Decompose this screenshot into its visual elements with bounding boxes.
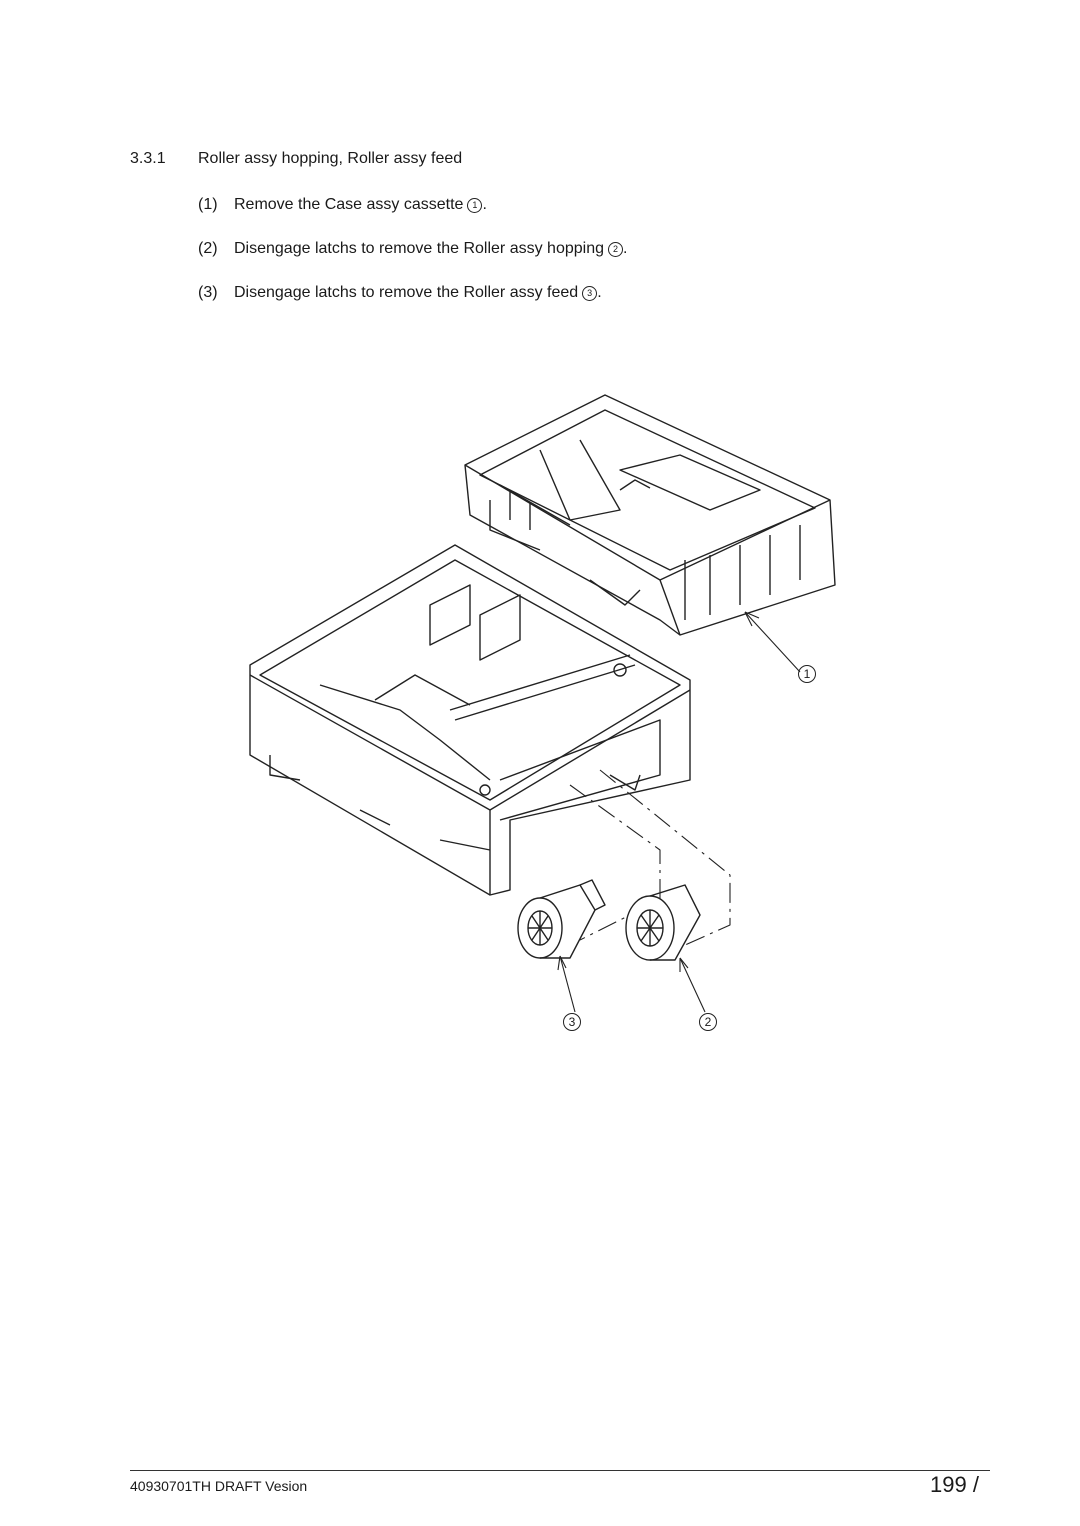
callout-1: 1 [798,665,816,683]
step-number: (2) [198,240,218,257]
guide-lines [569,769,731,946]
leader-lines [557,611,801,1013]
footer-rule [130,1470,990,1471]
step-text: Remove the Case assy cassette [234,196,464,213]
step-number: (3) [198,284,218,301]
roller-assy-feed [517,879,606,959]
step-2: (2) Disengage latchs to remove the Roller… [198,240,627,258]
lower-feeder-unit [249,544,691,896]
step-text: Disengage latchs to remove the Roller as… [234,284,579,301]
roller-assy-hopping [625,884,701,961]
step-tail: . [622,240,628,257]
callout-2: 2 [699,1013,717,1031]
step-text: Disengage latchs to remove the Roller as… [234,240,604,257]
step-tail: . [482,196,487,213]
step-tail: . [597,284,602,301]
section-title: Roller assy hopping, Roller assy feed [198,150,463,167]
callout-ref: 1 [467,198,483,213]
section-number: 3.3.1 [130,150,166,167]
case-assy-cassette [464,394,836,636]
exploded-view-diagram [249,394,836,1013]
callout-3: 3 [563,1013,581,1031]
section-heading: 3.3.1 Roller assy hopping, Roller assy fe… [130,150,462,168]
step-number: (1) [198,196,218,213]
page-number: 199 / [930,1472,979,1497]
callout-ref: 3 [582,286,598,301]
callout-ref: 2 [607,242,623,257]
footer-doc-id: 40930701TH DRAFT Vesion [130,1478,308,1494]
step-3: (3) Disengage latchs to remove the Roller… [198,284,602,302]
